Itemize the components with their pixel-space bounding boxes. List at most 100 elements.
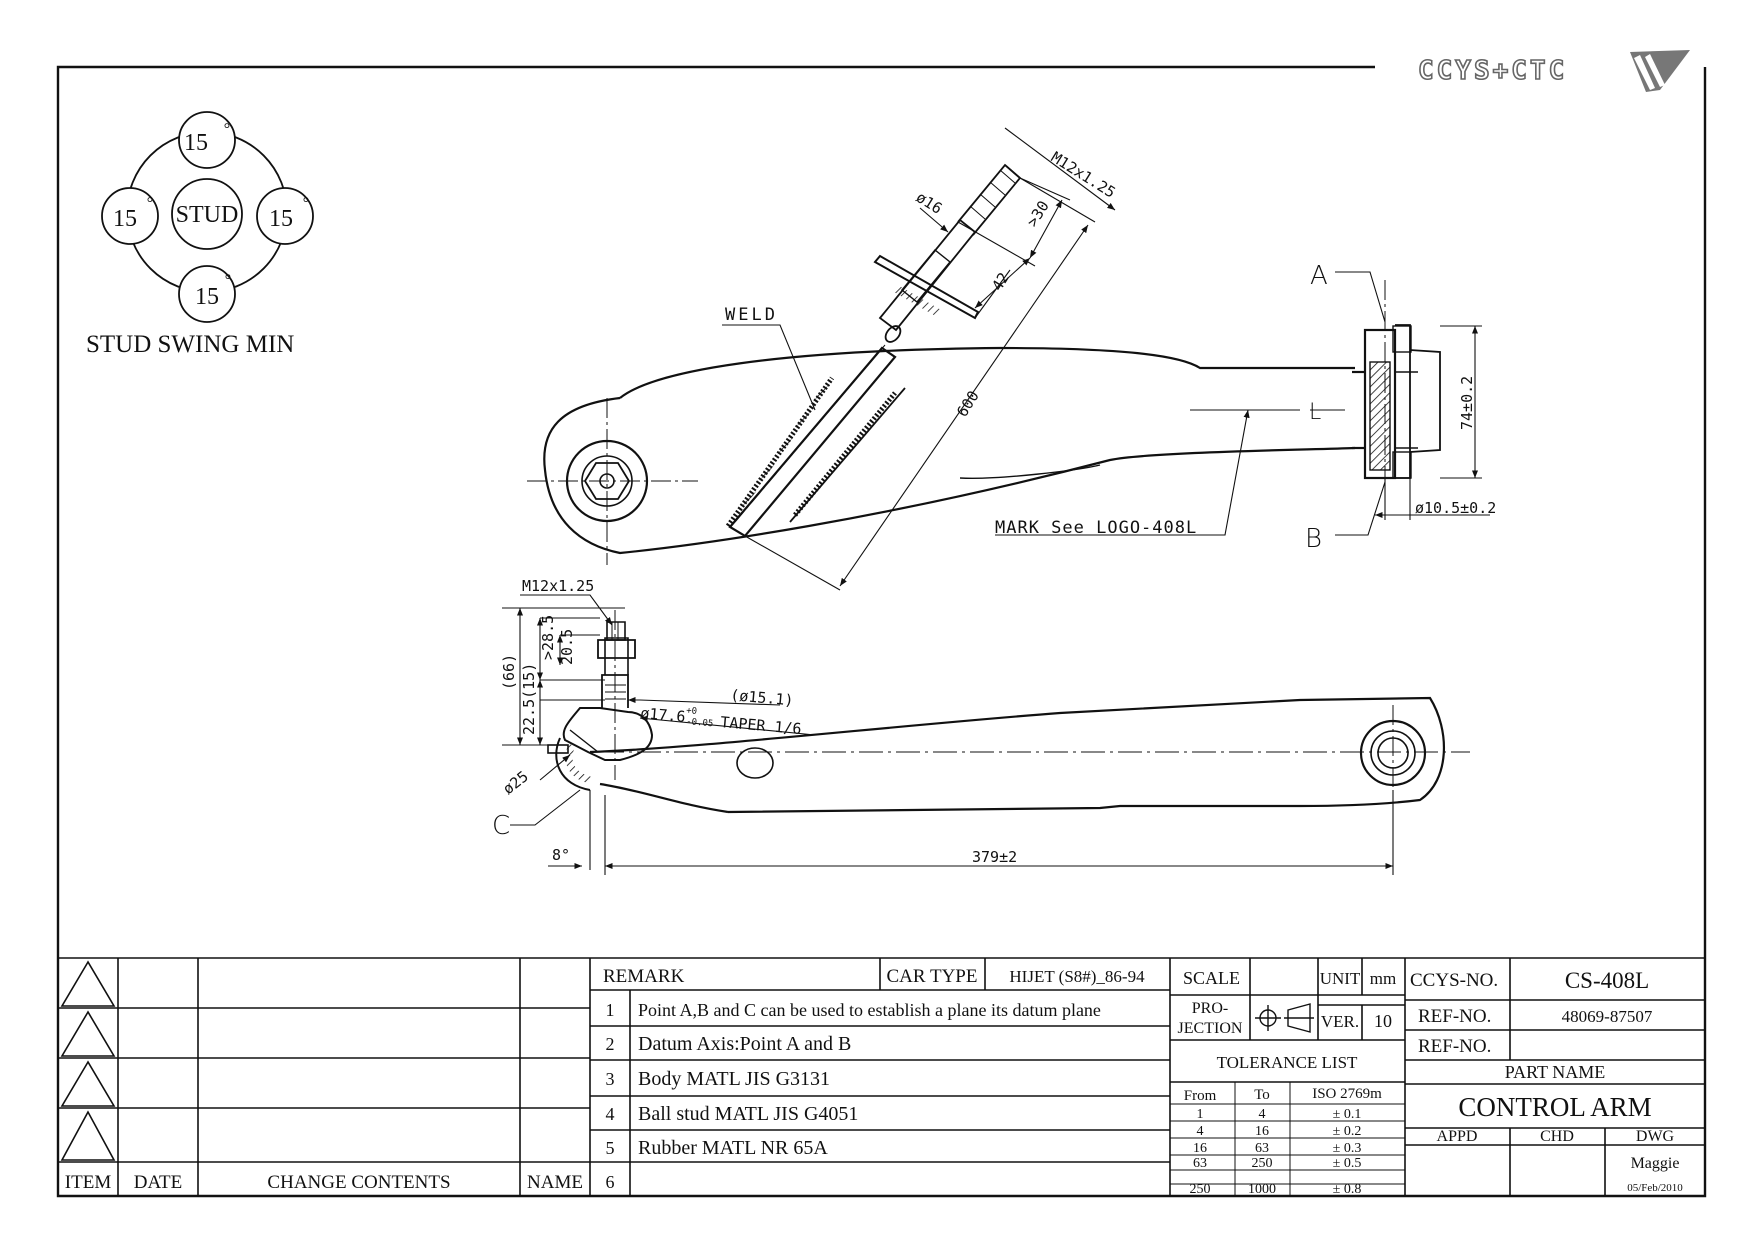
angle-top: 15 — [184, 130, 208, 156]
stud-swing-diagram — [101, 111, 314, 323]
tol-to-2: 16 — [1255, 1124, 1269, 1139]
projection-label-1: PRO- — [1192, 1000, 1228, 1017]
bush-height-label: 74±0.2 — [1458, 376, 1476, 430]
top-view-dimensions — [722, 127, 1490, 591]
dwg-label: DWG — [1636, 1128, 1675, 1145]
ccys-no-label: CCYS-NO. — [1410, 970, 1498, 991]
remark-num-3: 3 — [606, 1069, 615, 1089]
angle-circle-top — [178, 111, 236, 169]
company-logo: CCYS+CTC — [1417, 50, 1690, 92]
weld-label: WELD — [725, 305, 778, 325]
angle-circle-right — [256, 187, 314, 245]
tolerance-header-iso: ISO 2769m — [1312, 1086, 1382, 1102]
remark-text-1: Point A,B and C can be used to establish… — [638, 1000, 1101, 1020]
remark-num-4: 4 — [606, 1104, 615, 1124]
tolerance-title: TOLERANCE LIST — [1217, 1053, 1358, 1072]
logo-text: CCYS+CTC — [1418, 56, 1567, 86]
datum-b-label: B — [1305, 524, 1322, 554]
ball-dia-label: ø25 — [499, 767, 531, 798]
hole-dia-label: ø10.5±0.2 — [1415, 499, 1496, 517]
angle-circle-bottom — [178, 265, 236, 323]
degree-left: ° — [147, 195, 153, 212]
tol-val-1: ± 0.1 — [1333, 1107, 1362, 1122]
revision-triangle-icon — [60, 1110, 116, 1161]
dim-22-label: 22.5(15) — [520, 663, 538, 735]
angle-right: 15 — [269, 206, 293, 232]
drawing-date-value: 05/Feb/2010 — [1627, 1182, 1683, 1194]
remark-text-4: Ball stud MATL JIS G4051 — [638, 1103, 858, 1125]
taper-tol-upper: +0 — [686, 706, 698, 717]
tol-val-4: ± 0.5 — [1333, 1156, 1362, 1171]
tol-val-3: ± 0.3 — [1333, 1141, 1362, 1156]
length-379-label: 379±2 — [972, 848, 1017, 866]
remark-header: REMARK — [603, 966, 685, 987]
ball-joint-boot — [562, 707, 654, 761]
appd-label: APPD — [1437, 1128, 1478, 1145]
angle-8-label: 8° — [552, 846, 570, 864]
drawn-by-value: Maggie — [1631, 1155, 1680, 1172]
projection-label-2: JECTION — [1178, 1020, 1243, 1037]
tol-val-2: ± 0.2 — [1333, 1124, 1362, 1139]
stud-length-label: 42 — [988, 269, 1013, 294]
drawing-frame — [56, 65, 1707, 1198]
rev-date-header: DATE — [134, 1172, 183, 1193]
version-value: 10 — [1374, 1011, 1392, 1031]
dim-28-label: >28.5 — [539, 615, 557, 660]
remark-num-2: 2 — [606, 1034, 615, 1054]
scale-label: SCALE — [1183, 968, 1240, 988]
remark-text-2: Datum Axis:Point A and B — [638, 1033, 851, 1055]
taper-dia-label: ø17.6 — [640, 704, 687, 726]
remark-text-5: Rubber MATL NR 65A — [638, 1137, 828, 1159]
degree-top: ° — [224, 121, 230, 138]
taper-dia-ref-label: (ø15.1) — [730, 686, 795, 709]
tol-val-5: ± 0.8 — [1333, 1182, 1362, 1197]
tol-from-5: 250 — [1190, 1182, 1211, 1197]
ref-no-value-1: 48069-87507 — [1562, 1007, 1653, 1026]
rev-item-header: ITEM — [65, 1172, 112, 1193]
revision-triangle-icon — [60, 1060, 116, 1107]
remark-num-5: 5 — [606, 1138, 615, 1158]
part-name-label: PART NAME — [1505, 1062, 1605, 1082]
angle-bottom: 15 — [195, 284, 219, 310]
tol-from-3: 16 — [1193, 1141, 1207, 1156]
remark-text-3: Body MATL JIS G3131 — [638, 1068, 830, 1090]
side-view-labels: M12x1.25 (66) >28.5 20.5 22.5(15) (ø15.1… — [499, 577, 1017, 866]
tolerance-header-to: To — [1254, 1087, 1270, 1103]
thread-label-top: M12x1.25 — [1048, 148, 1119, 202]
unit-label: UNIT — [1320, 969, 1361, 988]
degree-bottom: ° — [225, 272, 231, 289]
stud-center-label: STUD — [176, 202, 239, 228]
dim-20-label: 20.5 — [558, 629, 576, 665]
stud-nut-side — [597, 639, 636, 659]
projection-symbol-icon — [1255, 1003, 1314, 1033]
datum-c-label: C — [492, 811, 510, 841]
taper-tol-lower: -0.05 — [686, 717, 714, 729]
tol-from-2: 4 — [1197, 1124, 1204, 1139]
title-block-grid — [58, 957, 1705, 1196]
thread-label-side: M12x1.25 — [522, 577, 594, 595]
rev-contents-header: CHANGE CONTENTS — [267, 1172, 450, 1193]
top-view-arm — [527, 163, 1441, 565]
stud-dia-label: ø16 — [913, 188, 946, 218]
part-name-value: CONTROL ARM — [1458, 1092, 1651, 1122]
side-view-dimensions — [502, 594, 1394, 875]
right-bush — [1363, 328, 1397, 480]
chd-label: CHD — [1540, 1128, 1574, 1145]
unit-value: mm — [1370, 969, 1396, 988]
revision-triangles — [60, 960, 116, 1161]
total-height-label: (66) — [500, 654, 518, 690]
taper-ratio-label: TAPER 1/6 — [720, 713, 803, 738]
mark-label: MARK See LOGO-408L — [995, 518, 1197, 538]
rev-name-header: NAME — [527, 1172, 583, 1193]
remark-num-1: 1 — [606, 1000, 615, 1020]
angle-circle-center — [171, 178, 243, 250]
angle-circle-left — [101, 187, 159, 245]
tol-to-3: 63 — [1255, 1141, 1269, 1156]
tol-from-4: 63 — [1193, 1156, 1207, 1171]
tolerance-header-from: From — [1184, 1088, 1217, 1104]
angle-left: 15 — [113, 206, 137, 232]
tol-to-4: 250 — [1252, 1156, 1273, 1171]
ccys-no-value: CS-408L — [1565, 968, 1649, 993]
car-type-label: CAR TYPE — [887, 966, 978, 987]
